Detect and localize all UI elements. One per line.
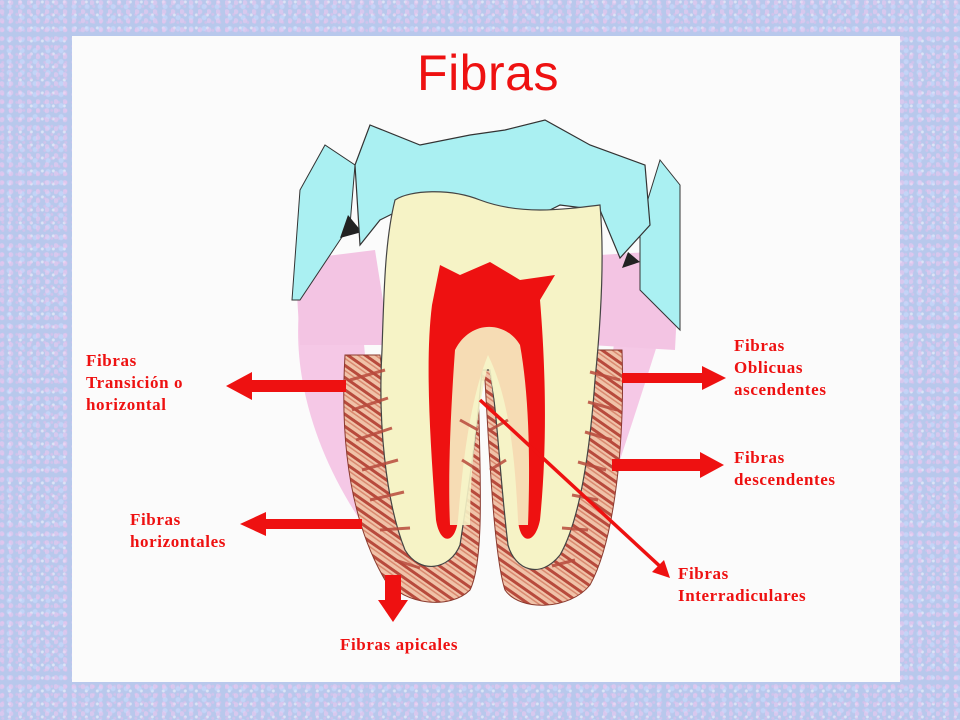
- label-fibras-horizontales: Fibras horizontales: [130, 509, 226, 553]
- label-fibras-oblicuas: Fibras Oblicuas ascendentes: [734, 335, 827, 401]
- gingiva-base: [295, 250, 390, 345]
- label-line: Fibras: [734, 448, 785, 467]
- label-line: horizontal: [86, 395, 167, 414]
- label-line: descendentes: [734, 470, 836, 489]
- label-fibras-transicion: Fibras Transición o horizontal: [86, 350, 183, 416]
- label-line: Transición o: [86, 373, 184, 392]
- arrow-descendentes: [612, 452, 724, 478]
- label-line: Fibras: [734, 336, 785, 355]
- enamel-right: [639, 158, 681, 332]
- label-fibras-apicales: Fibras apicales: [340, 634, 458, 656]
- label-fibras-interradiculares: Fibras Interradiculares: [678, 563, 806, 607]
- label-line: Interradiculares: [678, 586, 807, 605]
- label-line: Fibras: [86, 351, 137, 370]
- label-line: ascendentes: [734, 380, 827, 399]
- label-line: Fibras: [130, 510, 181, 529]
- arrow-interradiculares: [478, 398, 670, 578]
- label-line: horizontales: [130, 532, 226, 551]
- page-title: Fibras: [417, 45, 559, 101]
- label-line: Oblicuas: [734, 358, 804, 377]
- label-line: Fibras apicales: [340, 635, 459, 654]
- label-fibras-descendentes: Fibras descendentes: [734, 447, 836, 491]
- arrow-oblicuas: [622, 366, 726, 390]
- pointer-arrows: [226, 366, 726, 622]
- arrow-horizontales: [240, 512, 362, 536]
- arrow-transicion: [226, 372, 346, 400]
- label-line: Fibras: [678, 564, 729, 583]
- arrow-apicales: [378, 575, 408, 622]
